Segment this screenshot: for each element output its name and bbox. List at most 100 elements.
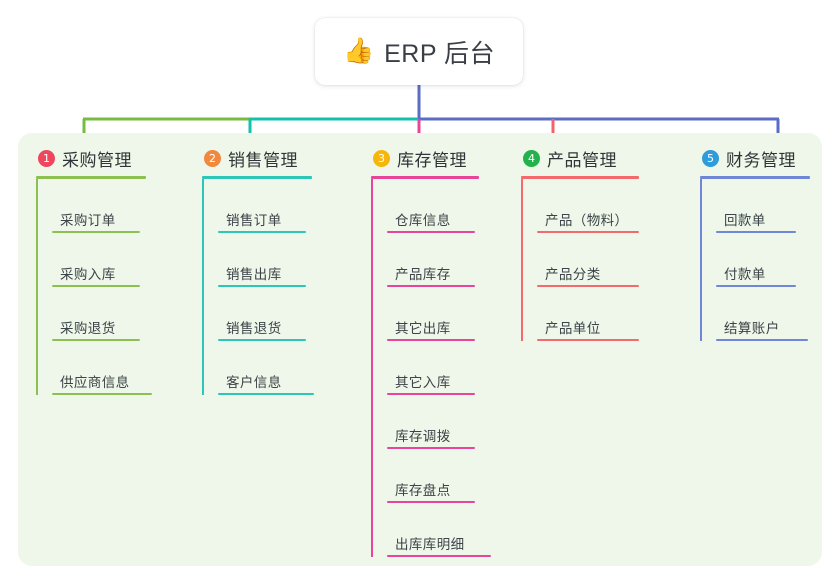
menu-item[interactable]: 销售订单 [218,179,312,233]
menu-item-rule [387,555,491,557]
module-spine-4 [521,179,523,341]
module-header-1[interactable]: 1 采购管理 [36,145,146,171]
menu-item[interactable]: 其它入库 [387,341,479,395]
menu-item-rule [218,231,306,233]
menu-item-rule [387,501,475,503]
menu-item-label: 采购退货 [60,321,116,336]
module-spine-5 [700,179,702,341]
menu-item-label: 仓库信息 [395,213,451,228]
menu-item[interactable]: 其它出库 [387,287,479,341]
menu-item-rule [52,393,152,395]
menu-item-label: 产品单位 [545,321,601,336]
module-column-4: 4 产品管理产品（物料） 产品分类产品单位 [521,145,639,341]
module-title-3: 库存管理 [397,150,467,170]
menu-item-rule [387,231,475,233]
menu-item-rule [218,393,314,395]
menu-item-label: 付款单 [724,267,766,282]
menu-item-label: 产品库存 [395,267,451,282]
module-item-list-3: 仓库信息产品库存其它出库其它入库库存调拨库存盘点出库库明细 [371,179,491,557]
menu-item-label: 供应商信息 [60,375,130,390]
module-item-list-4: 产品（物料） 产品分类产品单位 [521,179,639,341]
menu-item-label: 其它入库 [395,375,451,390]
menu-item-label: 销售出库 [226,267,282,282]
menu-item-rule [537,285,639,287]
menu-item[interactable]: 供应商信息 [52,341,152,395]
menu-item-label: 其它出库 [395,321,451,336]
module-column-2: 2 销售管理销售订单销售出库销售退货客户信息 [202,145,314,395]
module-header-2[interactable]: 2 销售管理 [202,145,312,171]
menu-item[interactable]: 产品单位 [537,287,639,341]
module-item-list-1: 采购订单采购入库采购退货供应商信息 [36,179,152,395]
menu-item-label: 产品（物料） [545,213,629,228]
module-header-rule-3 [371,176,479,179]
menu-item[interactable]: 采购订单 [52,179,146,233]
menu-item[interactable]: 产品（物料） [537,179,639,233]
menu-item[interactable]: 产品分类 [537,233,639,287]
menu-item-rule [218,339,306,341]
module-header-5[interactable]: 5 财务管理 [700,145,810,171]
menu-item-rule [716,285,796,287]
module-spine-3 [371,179,373,557]
menu-item-label: 客户信息 [226,375,282,390]
module-header-rule-1 [36,176,146,179]
module-badge-4: 4 [523,149,540,167]
menu-item-label: 结算账户 [724,321,780,336]
menu-item[interactable]: 采购退货 [52,287,146,341]
menu-item-label: 库存调拨 [395,429,451,444]
module-item-list-2: 销售订单销售出库销售退货客户信息 [202,179,314,395]
thumbs-up-icon: 👍 [342,37,375,65]
menu-item[interactable]: 销售退货 [218,287,312,341]
menu-item-rule [387,447,475,449]
menu-item-rule [387,393,475,395]
menu-item-label: 销售退货 [226,321,282,336]
module-spine-1 [36,179,38,395]
menu-item-rule [387,285,475,287]
module-badge-1: 1 [38,149,55,167]
menu-item-label: 销售订单 [226,213,282,228]
menu-item-rule [716,231,796,233]
menu-item-label: 采购订单 [60,213,116,228]
menu-item[interactable]: 出库库明细 [387,503,491,557]
menu-item[interactable]: 付款单 [716,233,810,287]
modules-panel [18,133,822,566]
menu-item-rule [537,231,639,233]
menu-item-label: 出库库明细 [395,537,465,552]
menu-item[interactable]: 结算账户 [716,287,810,341]
root-title: ERP 后台 [384,39,496,68]
module-header-rule-4 [521,176,639,179]
module-header-3[interactable]: 3 库存管理 [371,145,479,171]
menu-item-rule [716,339,808,341]
menu-item[interactable]: 回款单 [716,179,810,233]
module-title-1: 采购管理 [62,150,132,170]
menu-item[interactable]: 客户信息 [218,341,314,395]
menu-item[interactable]: 采购入库 [52,233,146,287]
module-column-3: 3 库存管理仓库信息产品库存其它出库其它入库库存调拨库存盘点出库库明细 [371,145,491,557]
module-spine-2 [202,179,204,395]
menu-item[interactable]: 库存调拨 [387,395,479,449]
menu-item-rule [52,285,140,287]
root-node[interactable]: 👍 ERP 后台 [315,18,523,85]
menu-item-label: 采购入库 [60,267,116,282]
menu-item-label: 库存盘点 [395,483,451,498]
menu-item-rule [52,339,140,341]
module-header-rule-2 [202,176,312,179]
module-header-4[interactable]: 4 产品管理 [521,145,639,171]
module-title-5: 财务管理 [726,150,796,170]
menu-item-rule [52,231,140,233]
menu-item[interactable]: 库存盘点 [387,449,479,503]
menu-item[interactable]: 仓库信息 [387,179,479,233]
menu-item-rule [387,339,475,341]
module-title-2: 销售管理 [228,150,298,170]
menu-item[interactable]: 产品库存 [387,233,479,287]
menu-item-rule [537,339,639,341]
module-badge-2: 2 [204,149,221,167]
module-badge-3: 3 [373,149,390,167]
menu-item-label: 回款单 [724,213,766,228]
module-column-5: 5 财务管理回款单付款单结算账户 [700,145,810,341]
menu-item-label: 产品分类 [545,267,601,282]
module-title-4: 产品管理 [547,150,617,170]
module-badge-5: 5 [702,149,719,167]
menu-item[interactable]: 销售出库 [218,233,312,287]
module-header-rule-5 [700,176,810,179]
